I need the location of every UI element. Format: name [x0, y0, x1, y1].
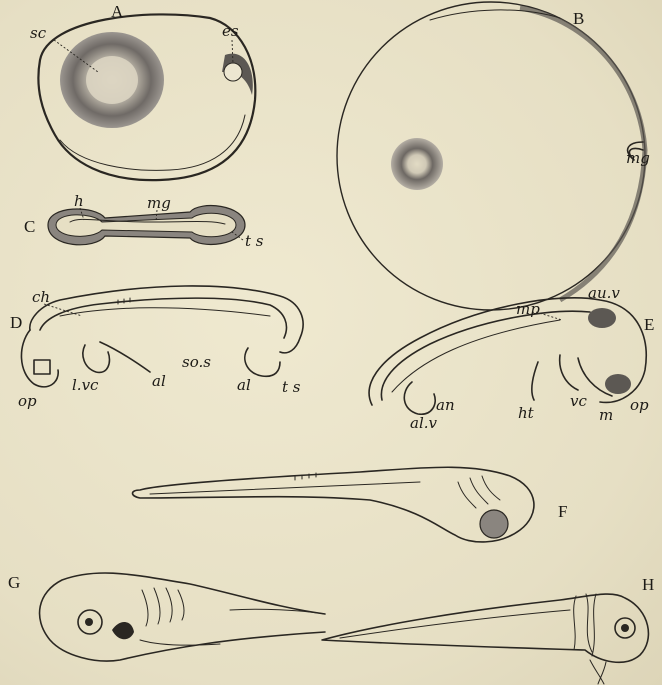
figure-e: E au.v mp an al.v ht vc m op: [369, 284, 654, 432]
label-an: an: [436, 396, 455, 414]
label-lvc: l.vc: [72, 376, 99, 394]
figure-c-caption: C: [24, 217, 35, 236]
leader-ch: [44, 304, 82, 316]
figure-f: F: [133, 467, 568, 542]
figure-e-caption: E: [644, 315, 654, 334]
m-line-e: [578, 358, 612, 396]
eye-f: [480, 510, 508, 538]
label-ht: ht: [518, 404, 535, 422]
label-es: es: [222, 22, 239, 40]
vc-line-e: [560, 355, 578, 390]
embryo-e-inner: [381, 311, 590, 400]
figure-a-caption: A: [111, 2, 124, 21]
notochord-e: [392, 320, 560, 392]
label-ts-c: t s: [245, 232, 264, 250]
leader-mp: [536, 312, 562, 320]
figure-h-caption: H: [642, 575, 654, 594]
pupil-g: [85, 618, 93, 626]
figure-g-caption: G: [8, 573, 20, 592]
label-auv: au.v: [588, 284, 620, 302]
pupil-h: [621, 624, 629, 632]
germinal-disc-b: [391, 138, 443, 190]
heart-line-e: [532, 362, 538, 400]
label-al-back: al: [237, 376, 251, 394]
label-sc: sc: [30, 24, 47, 42]
label-h: h: [74, 192, 84, 210]
figure-c: C h mg t s: [24, 192, 264, 250]
embryo-h-outline: [322, 594, 648, 662]
egg-a-inner-line: [60, 115, 245, 170]
gill-arches-f: [458, 476, 500, 508]
yolk-lines-h: [590, 660, 606, 684]
figure-d-caption: D: [10, 313, 22, 332]
figure-h: H: [322, 575, 654, 684]
heart-g: [112, 622, 134, 639]
auditory-vesicle: [588, 308, 616, 328]
label-op-e: op: [630, 396, 649, 414]
label-mg-c: mg: [147, 194, 171, 212]
embryo-d-back: [30, 286, 303, 353]
embryo-d-head: [21, 330, 58, 387]
germinal-disc-center: [86, 56, 138, 104]
optic-vesicle-e: [605, 374, 631, 394]
embryo-f-outline: [133, 467, 534, 542]
figure-g: G: [8, 573, 325, 661]
figure-f-caption: F: [558, 502, 567, 521]
label-ch: ch: [32, 288, 50, 306]
label-mg-b: mg: [626, 149, 650, 167]
figure-d: D ch op l.vc al so.s al t s: [10, 286, 303, 410]
figure-a: A sc es: [30, 2, 255, 180]
label-op-d: op: [18, 392, 37, 410]
es-spot: [224, 63, 242, 81]
label-ts-d: t s: [282, 378, 301, 396]
embryo-g-outline: [40, 573, 325, 661]
figure-b-caption: B: [573, 9, 584, 28]
op-rect-d: [34, 360, 50, 374]
figure-b: B mg: [337, 2, 650, 310]
notochord-d: [60, 308, 270, 316]
al-back-loop-d: [245, 348, 280, 376]
embryo-d-inner: [40, 298, 286, 338]
label-al-front: al: [152, 372, 166, 390]
label-m: m: [599, 406, 613, 424]
an-loop-e: [404, 382, 435, 414]
gill-arches-g: [142, 588, 184, 626]
lvc-loop-d: [83, 345, 110, 372]
label-sos: so.s: [182, 353, 211, 371]
label-mp: mp: [516, 300, 540, 318]
label-vc: vc: [570, 392, 587, 410]
label-alv: al.v: [410, 414, 438, 432]
external-gills-h: [574, 594, 596, 656]
